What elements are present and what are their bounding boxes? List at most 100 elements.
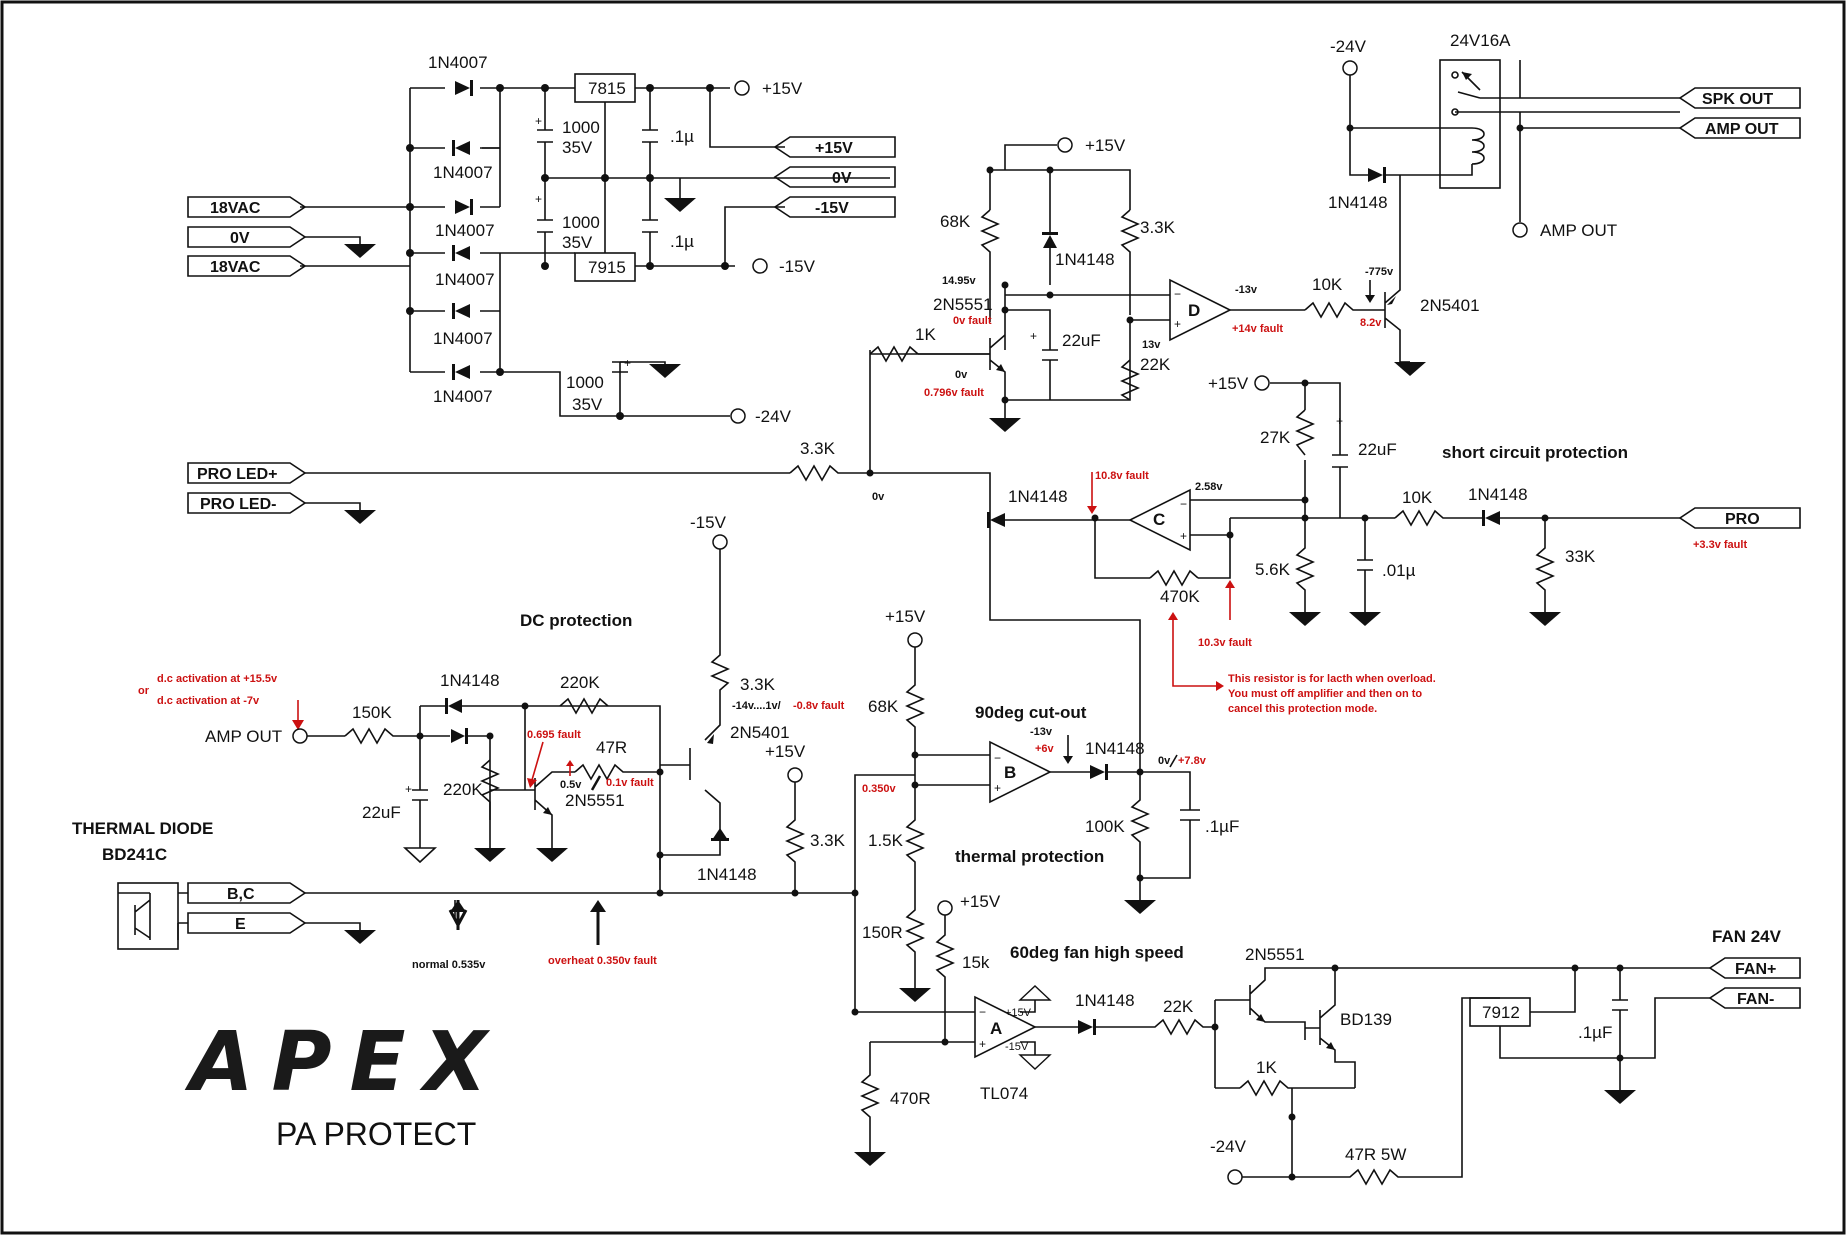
diode-label: 1N4148 <box>1055 250 1115 269</box>
volt-note: -13v <box>1030 726 1053 738</box>
rail-label: +15V <box>1208 374 1249 393</box>
port-18vac-b: 18VAC <box>210 259 261 276</box>
resistor-label: 470R <box>890 1089 931 1108</box>
resistor-label: 100K <box>1085 817 1125 836</box>
rail-label: +15V <box>762 79 803 98</box>
svg-text:+: + <box>1030 329 1037 343</box>
port-0v-out: 0V <box>832 170 852 187</box>
relay-label: 24V16A <box>1450 31 1511 50</box>
resistor-label: 27K <box>1260 428 1291 447</box>
regulator-7815: 7815 <box>588 79 626 98</box>
cap-label: .01µ <box>1382 561 1416 580</box>
diode-label: 1N4148 <box>1008 487 1068 506</box>
resistor-label: 10K <box>1402 488 1433 507</box>
port-minus15-out: -15V <box>815 200 849 217</box>
resistor-label: 5.6K <box>1255 560 1291 579</box>
volt-note: -14v....1v/ <box>732 700 781 712</box>
svg-text:+: + <box>405 782 412 796</box>
resistor-label: 33K <box>1565 547 1596 566</box>
volt-note: 2.58v <box>1195 481 1223 493</box>
fault-note: 0v fault <box>953 315 992 327</box>
fault-note: 0.1v fault <box>606 777 654 789</box>
cap-label: 1000 <box>562 213 600 232</box>
svg-text:−: − <box>994 751 1001 765</box>
cap-label: 35V <box>562 138 593 157</box>
cap-label: 1000 <box>566 373 604 392</box>
resistor-label: 1.5K <box>868 831 904 850</box>
port-fan-plus: FAN+ <box>1735 961 1776 978</box>
fault-note: or <box>138 685 150 697</box>
latch-note: cancel this protection mode. <box>1228 703 1377 715</box>
section-title: short circuit protection <box>1442 443 1628 462</box>
fault-note: 0.695 fault <box>527 729 581 741</box>
resistor-label: 3.3K <box>1140 218 1176 237</box>
opamp-c: C <box>1153 510 1165 529</box>
resistor-label: 47R <box>596 738 627 757</box>
pro-led-line: 3.3K 0v <box>305 439 1141 775</box>
diode-label: 1N4007 <box>433 329 493 348</box>
resistor-label: 1K <box>915 325 936 344</box>
amp-out-input: AMP OUT <box>205 727 282 746</box>
transistor-label: 2N5551 <box>1245 945 1305 964</box>
port-pro-led-minus: PRO LED- <box>200 496 276 513</box>
resistor-label: 3.3K <box>740 675 776 694</box>
cap-label: 22uF <box>1358 440 1397 459</box>
svg-text:+: + <box>994 781 1001 795</box>
apex-logo: APEX PA PROTECT <box>184 1015 487 1152</box>
resistor-label: 3.3K <box>810 831 846 850</box>
transistor-label: 2N5401 <box>1420 296 1480 315</box>
relay-driver: +15V 68K 3.3K 1N4148 14.95v + 22uF 2N555… <box>869 31 1680 472</box>
volt-note: 0v <box>872 491 885 503</box>
cap-label: 35V <box>562 233 593 252</box>
transistor-label: BD139 <box>1340 1010 1392 1029</box>
fault-note: 10.3v fault <box>1198 637 1252 649</box>
svg-text:−: − <box>1180 497 1187 511</box>
port-group-left: 18VAC 0V 18VAC PRO LED+ PRO LED- B,C E <box>187 196 376 944</box>
port-pro-led-plus: PRO LED+ <box>197 466 277 483</box>
resistor-label: 47R 5W <box>1345 1145 1406 1164</box>
fault-note: d.c activation at +15.5v <box>157 673 278 685</box>
rail-label: -24V <box>755 407 792 426</box>
resistor-label: 220K <box>443 780 483 799</box>
svg-text:+: + <box>535 192 542 206</box>
svg-text:−: − <box>1174 287 1181 301</box>
fault-note: +6v <box>1035 743 1055 755</box>
volt-note: 13v <box>1142 339 1161 351</box>
port-spk-out: SPK OUT <box>1702 91 1773 108</box>
rail-label: -15V <box>779 257 816 276</box>
logo-subtitle: PA PROTECT <box>276 1116 476 1152</box>
diode-label: 1N4007 <box>428 53 488 72</box>
amp-out-node: AMP OUT <box>1540 221 1617 240</box>
rail-label: -24V <box>1210 1137 1247 1156</box>
cap-label: 22uF <box>1062 331 1101 350</box>
svg-text:+: + <box>1336 414 1343 428</box>
section-title: FAN 24V <box>1712 927 1782 946</box>
cap-label: 1000 <box>562 118 600 137</box>
cap-label: 35V <box>572 395 603 414</box>
transistor-label: 2N5401 <box>730 723 790 742</box>
cap-label: .1µ <box>670 127 694 146</box>
resistor-label: 22K <box>1140 355 1171 374</box>
opamp-model: TL074 <box>980 1084 1028 1103</box>
port-bc: B,C <box>227 886 255 903</box>
port-amp-out: AMP OUT <box>1705 121 1779 138</box>
fault-note: 0.796v fault <box>924 387 984 399</box>
diode-label: 1N4007 <box>433 163 493 182</box>
regulator-7915: 7915 <box>588 258 626 277</box>
fault-note: overheat 0.350v fault <box>548 955 657 967</box>
fault-note: 10.8v fault <box>1095 470 1149 482</box>
svg-text:+: + <box>624 356 631 370</box>
opamp-a: A <box>990 1019 1002 1038</box>
fault-note: +7.8v <box>1178 755 1207 767</box>
fault-note: +3.3v fault <box>1693 539 1747 551</box>
fan-control: 60deg fan high speed FAN 24V +15V 15k 47… <box>854 892 1782 1186</box>
volt-note: 0v <box>955 369 968 381</box>
fault-note: -0.8v fault <box>793 700 845 712</box>
latch-note: You must off amplifier and then on to <box>1228 688 1422 700</box>
volt-note: 14.95v <box>942 275 977 287</box>
rail-label: +15V <box>1085 136 1126 155</box>
svg-text:+: + <box>1174 317 1181 331</box>
diode-label: 1N4148 <box>1328 193 1388 212</box>
port-pro: PRO <box>1725 511 1760 528</box>
opamp-d: D <box>1188 301 1200 320</box>
